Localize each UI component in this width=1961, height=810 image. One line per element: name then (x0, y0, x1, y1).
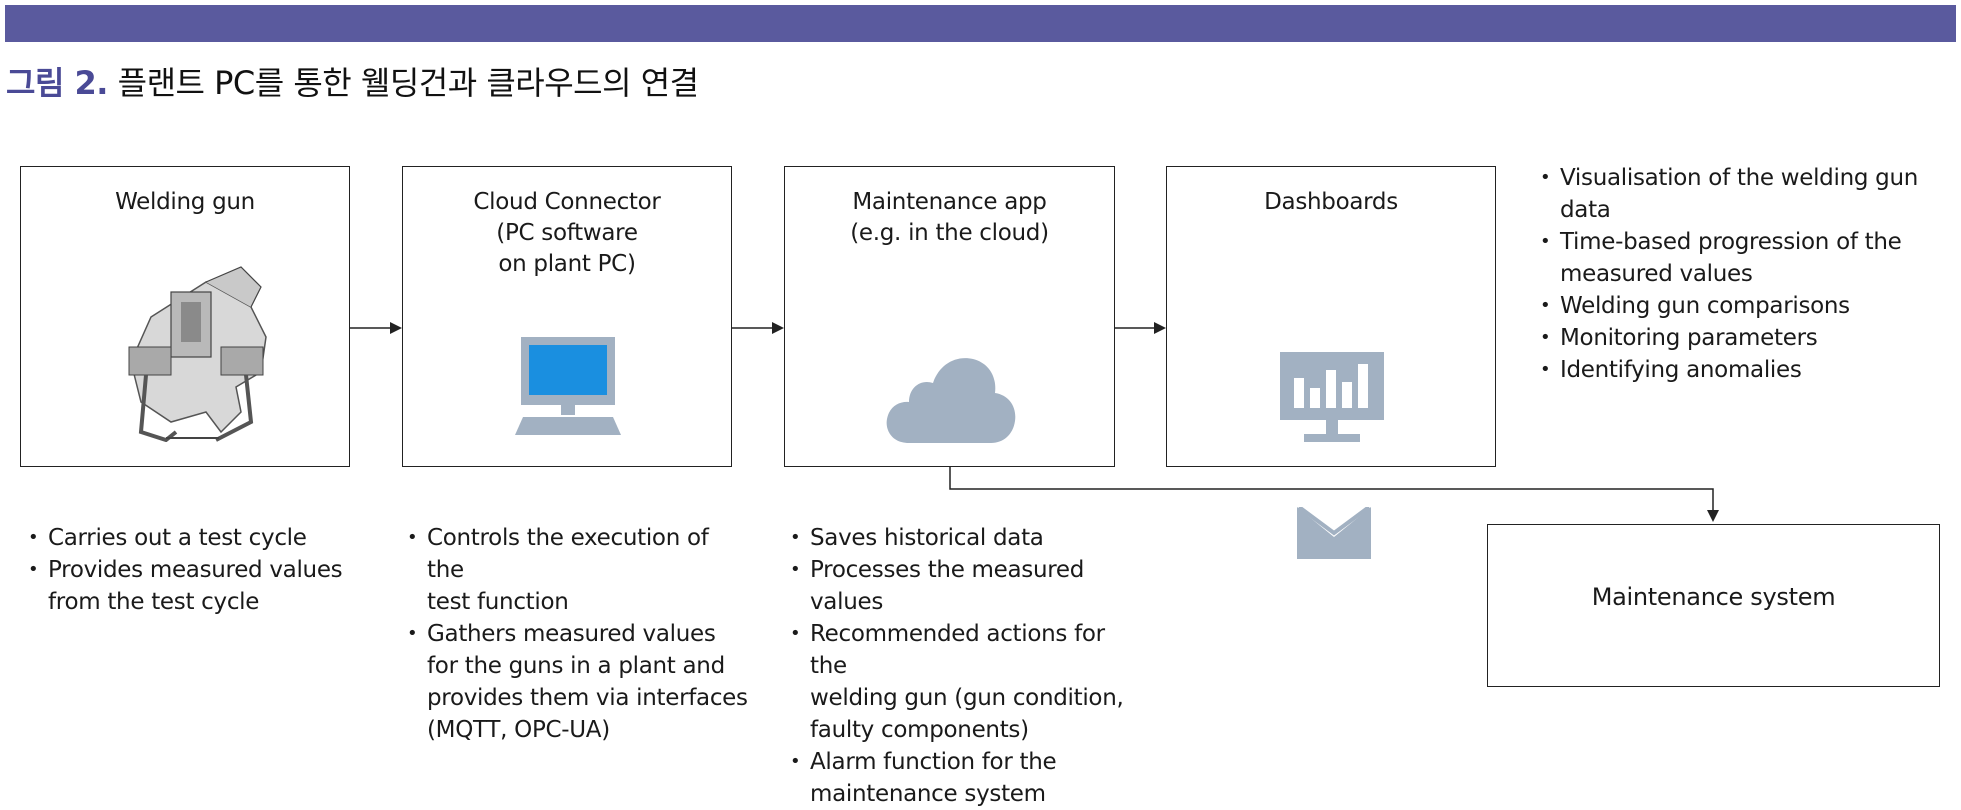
maintenance-app-bullets: Saves historical dataProcesses the measu… (788, 522, 1133, 810)
cloud-connector-bullets: Controls the execution of the test funct… (405, 522, 750, 746)
cloud-connector-title: Cloud Connector (PC software on plant PC… (473, 189, 661, 277)
bullet-item: Carries out a test cycle (26, 522, 356, 554)
dashboards-bullets: Visualisation of the welding gun dataTim… (1538, 162, 1958, 386)
bullet-item: Identifying anomalies (1538, 354, 1958, 386)
bullet-item: Saves historical data (788, 522, 1133, 554)
cloud-icon (886, 358, 1016, 443)
maintenance-system-title: Maintenance system (1591, 583, 1836, 611)
bullet-item: Recommended actions for the welding gun … (788, 618, 1133, 746)
dashboards-title: Dashboards (1264, 189, 1398, 215)
maintenance-app-title: Maintenance app (e.g. in the cloud) (850, 189, 1049, 246)
bullet-item: Visualisation of the welding gun data (1538, 162, 1958, 226)
dashboard-chart-icon (1280, 352, 1384, 442)
welding-gun-bullets: Carries out a test cycleProvides measure… (26, 522, 356, 618)
computer-monitor-icon (515, 337, 621, 435)
cloud-connector-box: Cloud Connector (PC software on plant PC… (402, 166, 732, 467)
figure-caption: 그림 2. 플랜트 PC를 통한 웰딩건과 클라우드의 연결 (6, 58, 699, 104)
bullet-item: Welding gun comparisons (1538, 290, 1958, 322)
connector-arrows (349, 322, 1719, 522)
bullet-item: Controls the execution of the test funct… (405, 522, 750, 618)
bullet-item: Time-based progression of the measured v… (1538, 226, 1958, 290)
bullet-item: Provides measured values from the test c… (26, 554, 356, 618)
header-bar (5, 5, 1956, 42)
arrow-app-to-maintenance-system (949, 466, 1719, 522)
welding-gun-title: Welding gun (115, 189, 255, 215)
bullet-item: Monitoring parameters (1538, 322, 1958, 354)
bullet-item: Processes the measured values (788, 554, 1133, 618)
bullet-item: Gathers measured values for the guns in … (405, 618, 750, 746)
caption-number: 그림 2. (6, 64, 108, 102)
welding-gun-box: Welding gun (20, 166, 350, 467)
maintenance-app-box: Maintenance app (e.g. in the cloud) (784, 166, 1115, 467)
bullet-item: Alarm function for the maintenance syste… (788, 746, 1133, 810)
welding-gun-image (128, 266, 267, 442)
email-icon (1297, 507, 1371, 559)
dashboards-box: Dashboards (1166, 166, 1496, 467)
maintenance-system-box: Maintenance system (1487, 524, 1940, 687)
caption-title: 플랜트 PC를 통한 웰딩건과 클라우드의 연결 (117, 64, 699, 102)
